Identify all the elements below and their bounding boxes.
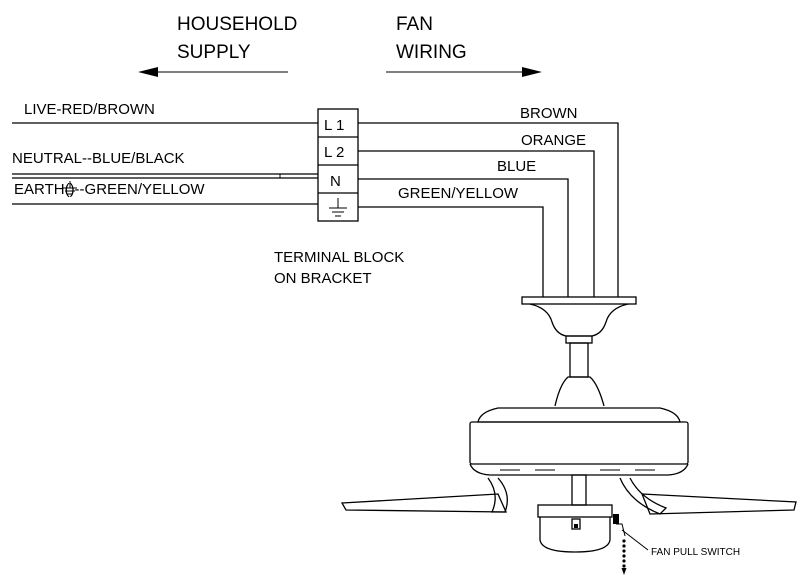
terminal-earth-icon (329, 198, 347, 217)
fan-downrod (569, 342, 589, 378)
ceiling-fan-illustration (340, 296, 797, 575)
left-arrow-icon (138, 67, 288, 77)
fan-motor-housing (469, 407, 689, 476)
earth-wire-suffix: )--GREEN/YELLOW (70, 181, 206, 198)
terminal-block-label-line1: TERMINAL BLOCK (274, 249, 404, 266)
right-arrow-icon (386, 67, 542, 77)
brown-fan-wire (358, 122, 619, 297)
terminal-l1: L 1 (324, 117, 344, 134)
fan-blade-left (340, 493, 508, 513)
terminal-n: N (330, 173, 341, 190)
fan-pull-switch (613, 514, 627, 575)
fan-wire-label-orange: ORANGE (521, 132, 586, 149)
header-wiring: WIRING (396, 42, 467, 63)
fan-switch-housing (537, 504, 613, 553)
header-supply: SUPPLY (177, 42, 251, 63)
green-yellow-fan-wire (358, 206, 544, 297)
fan-canopy (521, 296, 637, 344)
pull-switch-leader-line (621, 529, 649, 551)
orange-fan-wire (358, 150, 595, 297)
fan-wire-label-blue: BLUE (497, 158, 536, 175)
earth-wire-label: EARTH()--GREEN/YELLOW (14, 181, 205, 198)
earth-wire-prefix: EARTH( (14, 181, 70, 198)
header-household: HOUSEHOLD (177, 14, 297, 35)
terminal-block: L 1 L 2 N (317, 108, 359, 222)
terminal-block-label-line2: ON BRACKET (274, 270, 372, 287)
fan-blade-arm-right (619, 477, 668, 515)
pull-switch-label: FAN PULL SWITCH (651, 547, 740, 558)
earth-ground-icon (63, 181, 77, 195)
fan-blade-right (641, 493, 797, 515)
live-wire-label: LIVE-RED/BROWN (24, 101, 155, 118)
blue-fan-wire (358, 178, 569, 297)
neutral-wire-label: NEUTRAL--BLUE/BLACK (12, 150, 185, 167)
fan-wire-label-green-yellow: GREEN/YELLOW (398, 185, 519, 202)
fan-wire-label-brown: BROWN (520, 105, 578, 122)
header-fan: FAN (396, 14, 433, 35)
terminal-l2: L 2 (324, 144, 344, 161)
fan-motor-cap (554, 376, 605, 407)
